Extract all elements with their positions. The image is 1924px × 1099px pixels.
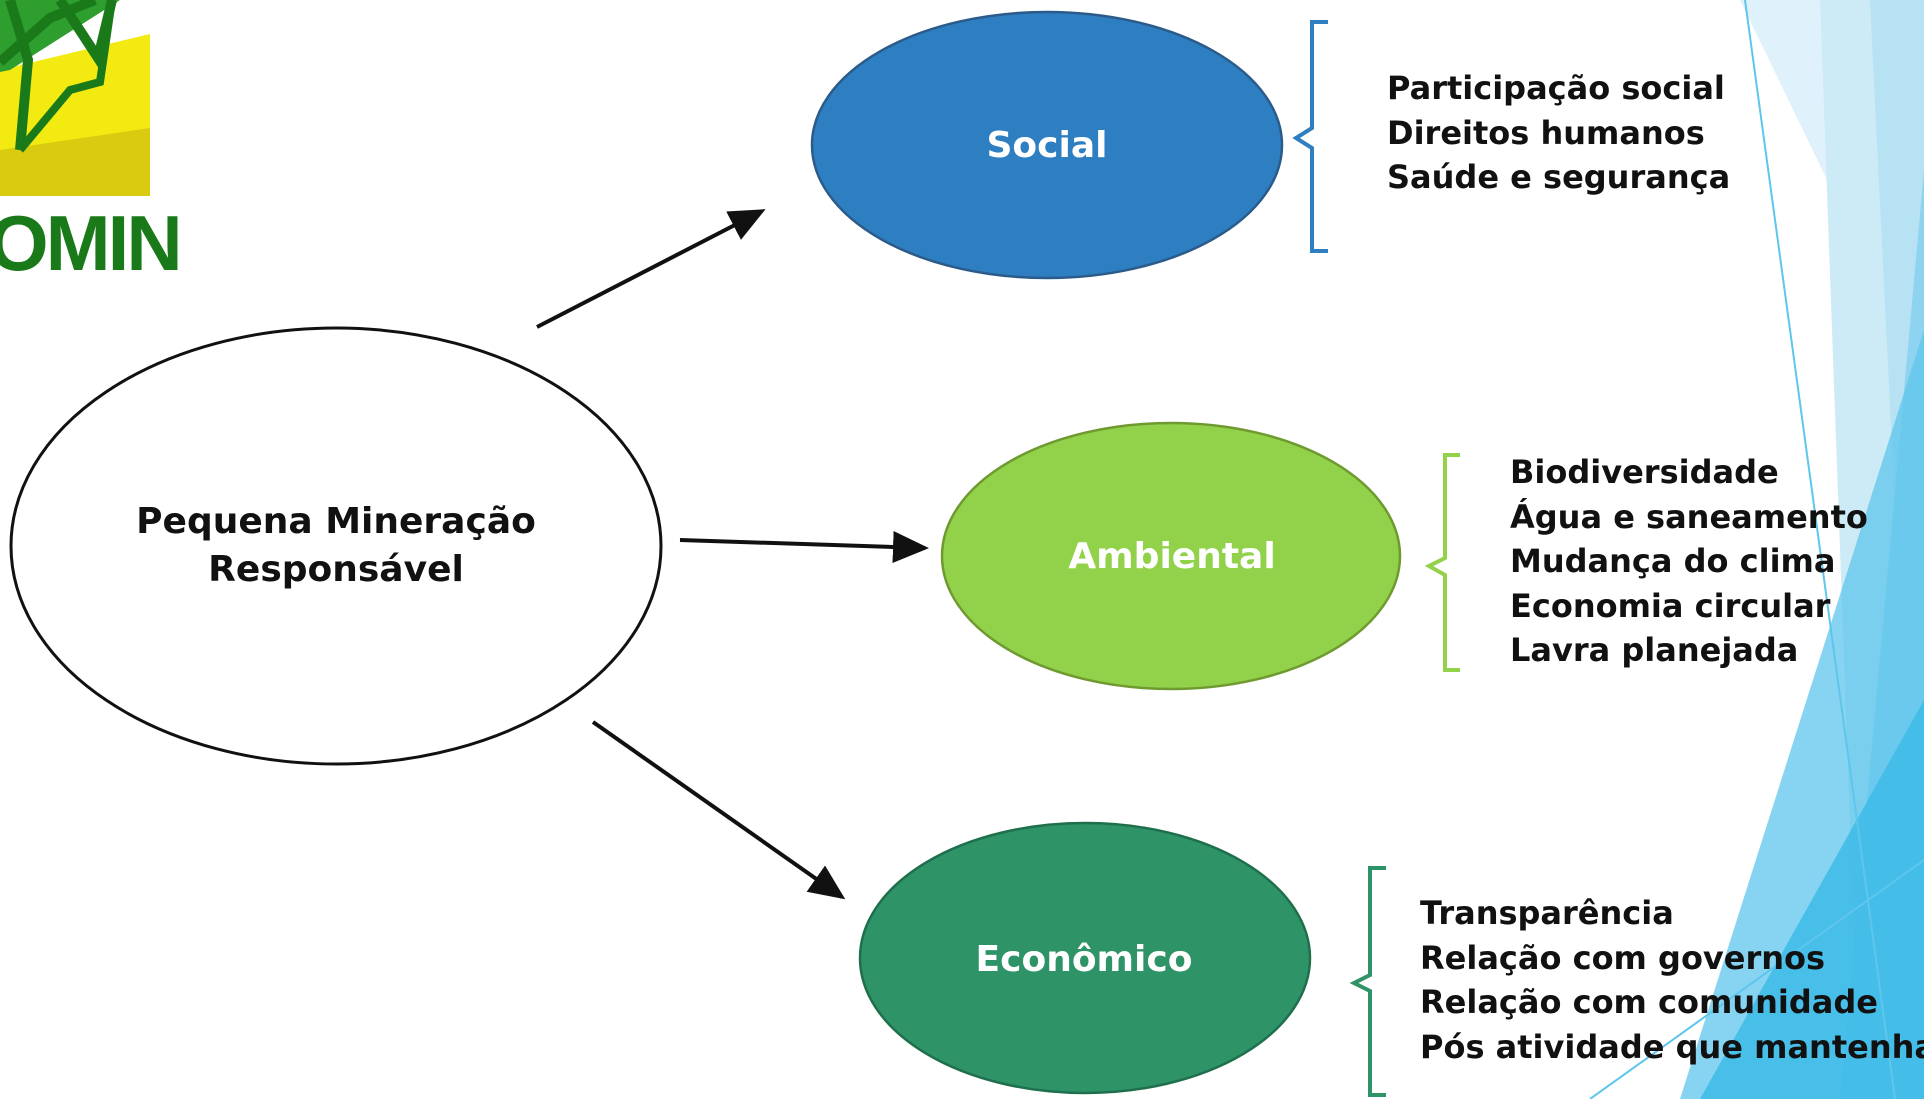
social-item: Saúde e segurança: [1387, 158, 1731, 196]
background-decoration: [1589, 0, 1924, 1099]
center-ellipse: [9, 326, 663, 766]
ambiental-ellipse: [940, 421, 1402, 691]
center-label-line2: Responsável: [208, 549, 464, 590]
ambiental-item: Economia circular: [1510, 586, 1831, 625]
logo-text: OMIN: [0, 199, 183, 287]
ambiental-brace: [1424, 453, 1460, 672]
ambiental-list: Biodiversidade Água e saneamento Mudança…: [1510, 450, 1868, 673]
social-brace: [1292, 20, 1328, 253]
arrow-to-economico: [591, 720, 846, 900]
economico-ellipse: [858, 821, 1312, 1095]
logo-mark: [0, 0, 150, 196]
center-label: Pequena Mineração Responsável: [136, 498, 536, 594]
economico-item: Pós atividade que mantenha: [1420, 1027, 1924, 1066]
economico-item: Relação com comunidade: [1420, 983, 1878, 1021]
ambiental-label: Ambiental: [1068, 536, 1276, 577]
ambiental-item: Lavra planejada: [1510, 631, 1799, 669]
economico-item: Transparência: [1420, 894, 1674, 932]
social-item: Direitos humanos: [1387, 113, 1705, 152]
arrow-to-ambiental: [679, 530, 929, 563]
economico-brace: [1349, 866, 1386, 1097]
ambiental-item: Mudança do clima: [1510, 542, 1836, 580]
social-list: Participação social Direitos humanos Saú…: [1387, 66, 1730, 200]
social-label: Social: [986, 125, 1108, 166]
social-ellipse: [810, 10, 1284, 280]
arrow-to-social: [536, 209, 766, 329]
center-label-line1: Pequena Mineração: [136, 501, 536, 542]
economico-list: Transparência Relação com governos Relaç…: [1420, 891, 1924, 1069]
social-item: Participação social: [1387, 69, 1725, 107]
ambiental-item: Água e saneamento: [1510, 497, 1868, 536]
ambiental-item: Biodiversidade: [1510, 453, 1779, 491]
economico-label: Econômico: [975, 939, 1193, 980]
economico-item: Relação com governos: [1420, 938, 1826, 977]
